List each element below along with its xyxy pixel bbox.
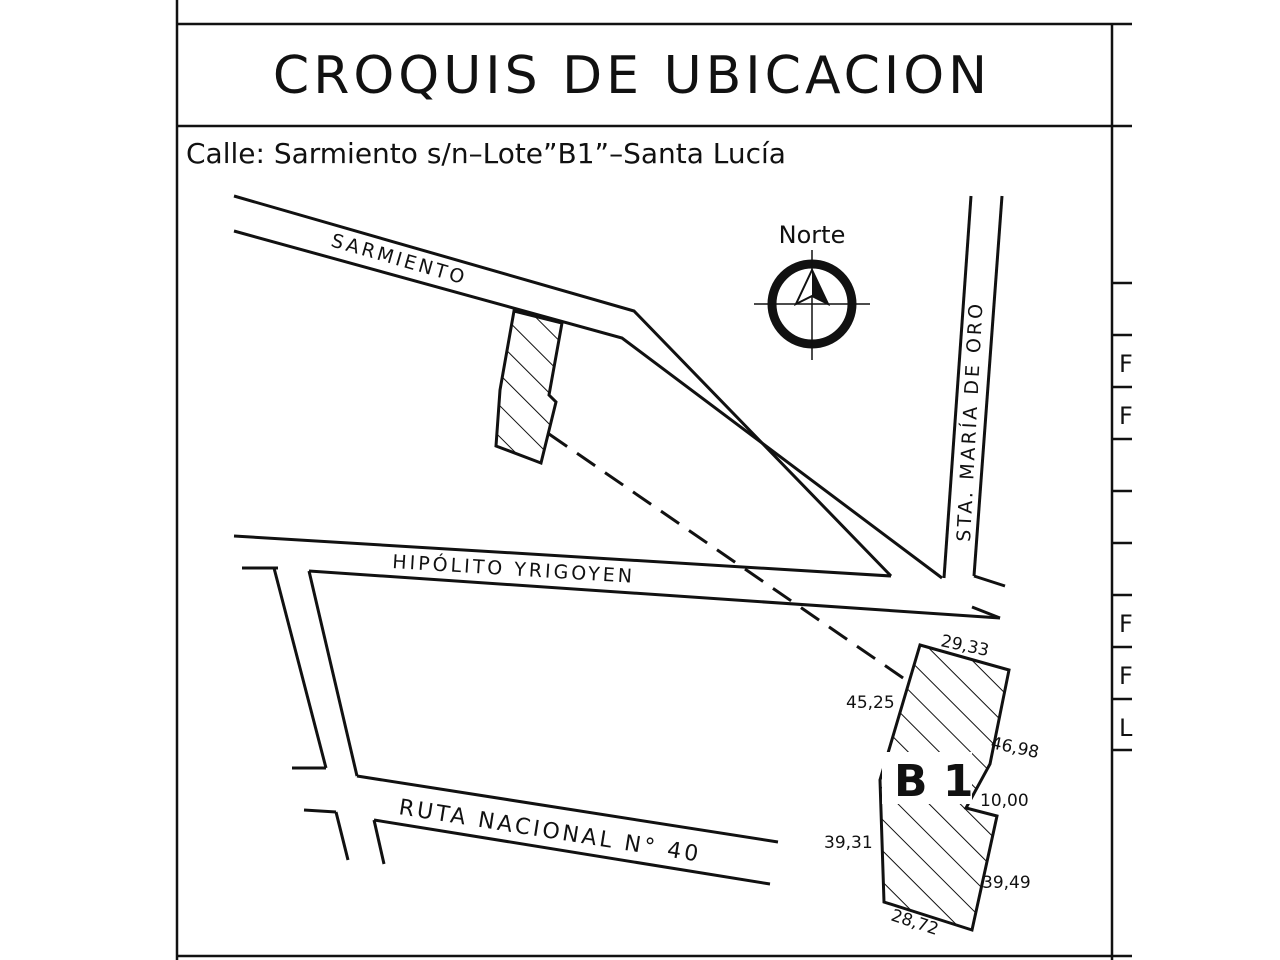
address-line: Calle: Sarmiento s/n–Lote”B1”–Santa Lucí…: [186, 137, 786, 170]
side-table-cell: F: [1119, 662, 1133, 690]
lot-label-mask: [882, 752, 972, 804]
dim-right-lower: 39,49: [982, 873, 1031, 893]
side-table-cell: F: [1119, 402, 1133, 430]
north-label: Norte: [779, 221, 846, 249]
lot-label: B 1: [894, 756, 973, 807]
drawing-frame: [175, 0, 1132, 960]
street-hipolito-yrigoyen: [233, 534, 1001, 620]
street-sarmiento: [233, 194, 943, 580]
street-label-sarmiento: SARMIENTO: [329, 230, 470, 290]
page-title: CROQUIS DE UBICACION: [273, 46, 991, 106]
street-label-hipolito: HIPÓLITO YRIGOYEN: [392, 549, 636, 588]
north-arrow-icon: [754, 250, 870, 360]
street-label-sta-maria: STA. MARÍA DE ORO: [952, 300, 988, 542]
side-table-cell: F: [1119, 610, 1133, 638]
dim-right-upper: 46,98: [989, 733, 1041, 763]
compass: Norte: [754, 221, 870, 360]
dim-notch: 10,00: [980, 791, 1029, 811]
side-table-cell: L: [1119, 714, 1133, 742]
dim-left-upper: 45,25: [846, 693, 895, 713]
lot-location-marker: [494, 309, 564, 466]
street-ruta-40: [272, 567, 779, 886]
dim-left-lower: 39,31: [824, 833, 873, 853]
side-table-cell: F: [1119, 350, 1133, 378]
street-sta-maria-de-oro: [942, 195, 1006, 588]
side-table: F F F F L: [1112, 281, 1133, 752]
leader-line: [548, 432, 907, 682]
